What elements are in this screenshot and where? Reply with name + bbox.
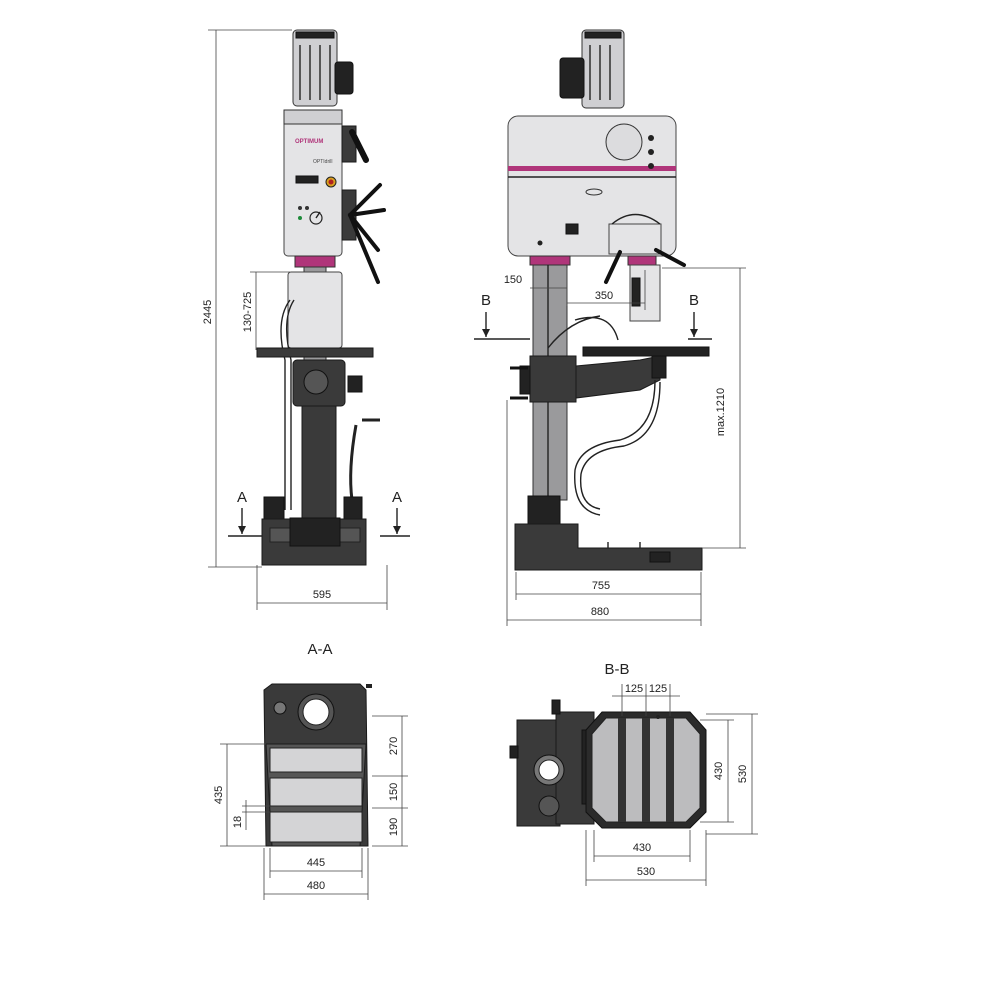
aa-dim-h2: 150 bbox=[388, 783, 400, 801]
bb-dim-outer: 530 bbox=[737, 765, 749, 783]
section-bb: B-B bbox=[509, 661, 707, 829]
section-marker-a-left: A bbox=[237, 489, 247, 506]
bb-dim-slot-b: 125 bbox=[649, 683, 667, 695]
dim-column-offset: 150 bbox=[504, 274, 522, 286]
side-view bbox=[507, 29, 710, 571]
front-view: OPTIMUM OPTIdrill bbox=[256, 29, 386, 566]
section-aa-dimensions: 270 150 190 435 18 445 480 bbox=[213, 715, 408, 900]
section-bb-title: B-B bbox=[604, 661, 629, 678]
dim-base-width-front: 595 bbox=[313, 589, 331, 601]
aa-dim-total: 435 bbox=[213, 786, 225, 804]
dim-base-length: 755 bbox=[592, 580, 610, 592]
front-view-dimensions: 2445 130-725 595 A A bbox=[202, 29, 410, 610]
dim-max-height: max.1210 bbox=[715, 388, 727, 436]
aa-dim-outer-w: 480 bbox=[307, 880, 325, 892]
section-aa: A-A bbox=[263, 641, 372, 847]
bb-dim-slot-a: 125 bbox=[625, 683, 643, 695]
brand-logo: OPTIMUM bbox=[295, 139, 323, 145]
dim-total-depth: 880 bbox=[591, 606, 609, 618]
dim-total-height: 2445 bbox=[202, 300, 214, 324]
bb-dim-outer-w: 530 bbox=[637, 866, 655, 878]
section-aa-title: A-A bbox=[307, 641, 332, 658]
aa-dim-h3: 190 bbox=[388, 818, 400, 836]
dim-spindle-reach: 350 bbox=[595, 290, 613, 302]
section-marker-b-right: B bbox=[689, 292, 699, 309]
bb-dim-inner: 430 bbox=[713, 762, 725, 780]
side-view-dimensions: 150 350 max.1210 755 880 B B bbox=[474, 267, 746, 626]
bb-dim-inner-w: 430 bbox=[633, 842, 651, 854]
section-marker-b-left: B bbox=[481, 292, 491, 309]
section-marker-a-right: A bbox=[392, 489, 402, 506]
dim-spindle-stroke: 130-725 bbox=[242, 292, 254, 332]
aa-dim-h1: 270 bbox=[388, 737, 400, 755]
aa-dim-slot: 18 bbox=[232, 816, 244, 828]
section-bb-dimensions: 125 125 430 530 430 530 bbox=[585, 683, 758, 886]
aa-dim-inner-w: 445 bbox=[307, 857, 325, 869]
model-badge: OPTIdrill bbox=[313, 159, 332, 165]
